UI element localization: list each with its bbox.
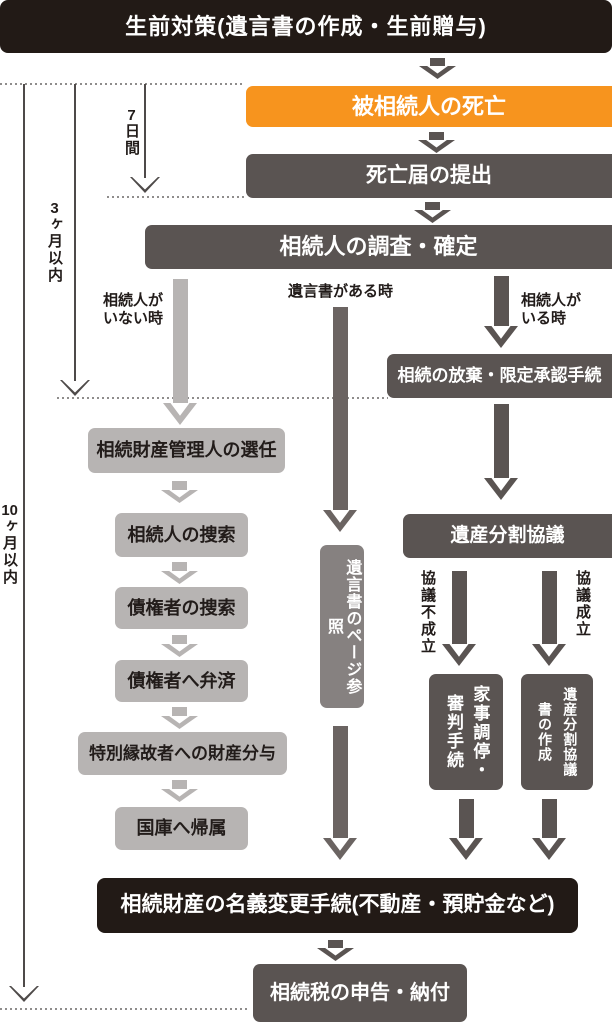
branch-label-has-heir: 相続人が いる時 [521,292,582,327]
arrow-family-court-to-name-change [449,799,483,860]
arrow-agreement-doc-to-name-change [532,799,566,860]
node-creditor-search: 債権者の捜索 [115,587,248,629]
node-will-page-reference: 遺言書のページ参照 [320,545,364,708]
timeline-line-3months [74,84,76,381]
node-estate-administrator: 相続財産管理人の選任 [88,428,285,473]
node-division-agreement-doc-label: 遺産分割協議書の作成 [537,687,579,777]
node-name-change: 相続財産の名義変更手続(不動産・預貯金など) [97,878,578,933]
timeline-label-7days: 7日間 [123,108,140,157]
arrow-will-to-name-change [323,726,357,860]
arrow-special-relative-to-treasury [161,780,198,802]
branch-label-settled: 協議成立 [574,570,591,638]
arrow-payment-to-special-relative [161,707,198,729]
node-special-relative: 特別縁故者への財産分与 [78,732,287,775]
node-will-page-reference-label: 遺言書のページ参照 [325,558,361,695]
arrow-administrator-to-heir-search [161,481,198,503]
node-division-agreement-doc: 遺産分割協議書の作成 [521,674,593,790]
arrow-title-to-death [419,58,456,79]
arrow-settled [532,571,566,666]
node-heir-investigation: 相続人の調査・確定 [145,225,612,269]
node-family-court-label: 家事調停・審判手続 [444,684,490,780]
timeline-arrowhead-3months [60,380,90,396]
arrow-renunciation-to-council [484,404,518,500]
node-death-notice: 死亡届の提出 [246,154,612,198]
dotted-line-7days [107,196,246,198]
arrow-has-heir-branch [484,276,518,348]
dotted-line-death [0,83,244,85]
branch-label-has-will: 遺言書がある時 [288,283,394,300]
branch-label-not-settled: 協議不成立 [419,570,436,655]
arrow-death-to-notice [418,132,455,153]
arrow-no-heir-branch [163,279,197,425]
node-division-council: 遺産分割協議 [403,514,612,558]
arrow-heir-search-to-creditor-search [161,562,198,584]
node-family-court: 家事調停・審判手続 [429,674,503,790]
arrow-not-settled [442,571,476,666]
title-lifetime-measures: 生前対策(遺言書の作成・生前贈与) [0,0,612,53]
node-creditor-payment: 債権者へ弁済 [115,660,248,702]
node-heir-search: 相続人の捜索 [115,513,248,557]
arrow-creditor-search-to-payment [161,635,198,657]
timeline-line-7days [144,84,146,178]
timeline-label-10months: 10ヶ月以内 [1,503,18,586]
node-death: 被相続人の死亡 [246,86,612,127]
node-renunciation: 相続の放棄・限定承認手続 [387,354,612,398]
branch-label-no-heir: 相続人が いない時 [103,292,164,327]
arrow-has-will-branch [323,307,357,532]
timeline-arrowhead-10months [9,986,39,1002]
timeline-line-10months [23,84,25,987]
node-tax-filing: 相続税の申告・納付 [253,964,467,1022]
arrow-name-change-to-tax [317,940,354,961]
timeline-label-3months: 3ヶ月以内 [46,201,63,284]
dotted-line-3months [57,397,388,399]
node-treasury-reversion: 国庫へ帰属 [115,807,248,850]
arrow-notice-to-investigation [414,202,451,223]
timeline-arrowhead-7days [130,177,160,193]
dotted-line-10months [0,1008,249,1010]
